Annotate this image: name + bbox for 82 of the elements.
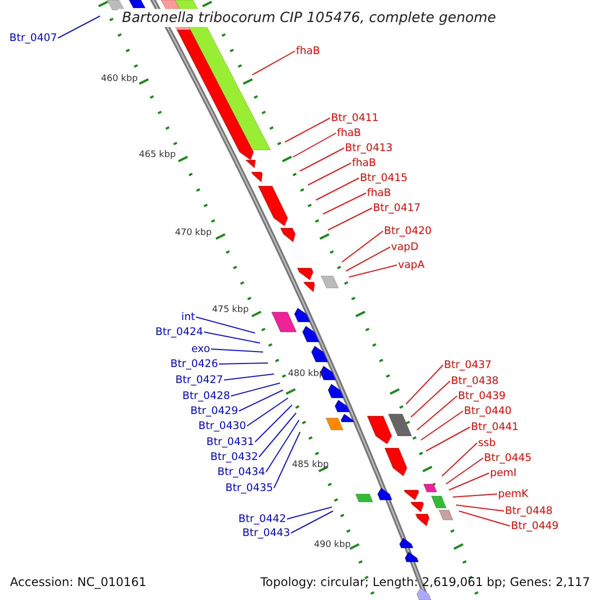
gene-label: vapD [391,240,418,254]
gene-label: fhaB [352,156,376,170]
leader-line [274,432,300,488]
gene-label: Btr_0448 [505,504,553,518]
leader-line [266,420,300,472]
leader-line [224,374,274,380]
leader-line [420,410,464,440]
gene-label: Btr_0443 [242,526,290,540]
gene-label: Btr_0411 [331,112,379,124]
gene-label: Btr_0437 [444,358,492,372]
leader-line [258,412,296,458]
leader-line [218,362,268,364]
gene-label: Btr_0445 [484,452,532,464]
leader-line [322,192,366,214]
scale-label: 465 kbp [139,150,176,161]
gene-label: fhaB [367,186,391,200]
gene-label: Btr_0429 [190,404,238,418]
gene-label: Btr_0415 [360,172,408,184]
gene-label: Btr_0440 [464,404,512,418]
gene-label: Btr_0428 [182,390,230,402]
leader-line [238,390,284,412]
footer-text: Accession: NC_010161 [10,575,146,590]
leader-line [196,316,256,334]
leader-line [246,398,288,426]
gene-label: fhaB [337,126,361,140]
leader-line [286,506,332,520]
leader-line [456,504,504,512]
leader-line [446,458,484,484]
leader-line [342,230,384,262]
leader-line [452,494,498,498]
gene-label: Btr_0434 [217,466,265,478]
gene-label: Btr_0441 [471,420,519,434]
leader-line [316,178,360,200]
gene-label: fhaB [296,44,320,58]
leader-line [254,404,292,442]
gene-label: Btr_0431 [206,436,254,448]
leader-line [252,50,296,76]
gene-label: Btr_0407 [9,32,57,44]
leader-line [230,382,280,396]
gene-label: Btr_0432 [210,450,258,464]
leader-line [348,264,398,278]
leader-line [410,380,450,418]
gene-label: vapA [398,258,424,272]
leader-line [426,426,470,452]
leader-line [204,332,260,344]
gene-label: Btr_0424 [155,326,203,338]
leader-line [328,208,372,230]
gene-label: Btr_0427 [175,374,223,386]
leader-line [442,442,478,476]
leader-line [300,148,344,172]
scale-label: 470 kbp [175,228,212,239]
gene-label: Btr_0435 [225,482,273,494]
gene-label: Btr_0442 [238,512,286,526]
scale-label: 490 kbp [314,540,351,551]
gene-label: exo [191,342,210,356]
leader-line [292,132,336,158]
gene-label: Btr_0420 [384,224,432,238]
leader-line [406,364,444,404]
leader-line [290,510,334,534]
leader-line [308,162,352,186]
scale-label: 485 kbp [292,460,329,471]
gene-label: Btr_0439 [458,390,506,402]
gene-label: Btr_0413 [345,142,393,154]
leader-line [458,510,510,526]
gene-label: pemI [490,466,516,480]
gene-label: Btr_0417 [373,202,421,214]
gene-label: Btr_0449 [511,520,559,532]
leader-line [58,16,100,38]
footer-text: Topology: circular; Length: 2,619,061 bp; Genes: 2,117 [260,575,590,590]
gene-label: ssb [478,436,496,450]
gene-label: Btr_0426 [170,358,218,370]
scale-label: 475 kbp [212,305,249,316]
leader-line [448,472,490,490]
leader-line [284,118,330,142]
leader-line [346,246,390,272]
gene-label: pemK [498,488,528,500]
gene-label: int [181,310,195,324]
leader-line [416,396,458,430]
gene-label: Btr_0438 [451,374,499,388]
scale-label: 460 kbp [101,74,138,85]
gene-label: Btr_0430 [198,420,246,432]
leader-line [210,348,264,352]
